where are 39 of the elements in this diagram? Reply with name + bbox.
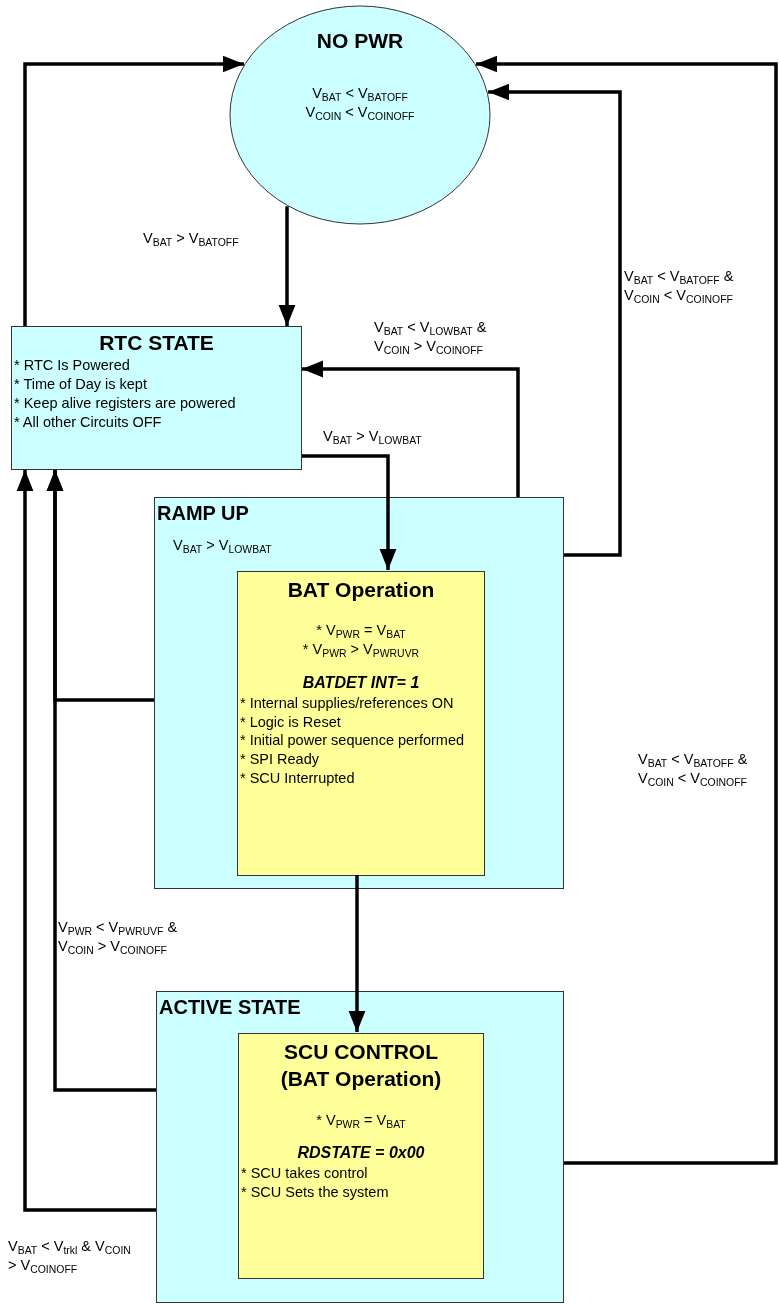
condition-text: * V$_{PWR}$ = V$_{BAT}$: [316, 621, 406, 641]
transition-arrow: [348, 875, 366, 1032]
state-title: ACTIVE STATE: [159, 995, 301, 1020]
state-box: [154, 497, 564, 889]
transition-arrow: [302, 360, 520, 497]
state-box: [237, 571, 485, 876]
bullet-item: * SPI Ready: [240, 750, 319, 770]
transition-arrow: [302, 454, 397, 570]
bullet-item: * SCU Interrupted: [240, 769, 355, 788]
register-value: BATDET INT= 1: [302, 673, 420, 693]
bullet-item: * Initial power sequence performed: [240, 731, 465, 751]
bullet-item: * RTC Is Powered: [14, 356, 130, 376]
transition-arrow: [278, 206, 296, 326]
state-box: [11, 326, 302, 470]
bullet-item: * SCU Sets the system: [241, 1183, 389, 1202]
transition-arrow: [476, 55, 778, 1165]
bullet-item: * Internal supplies/references ON: [240, 693, 454, 713]
state-title: BAT Operation: [287, 577, 435, 603]
bullet-item: * All other Circuits OFF: [14, 412, 162, 432]
condition-text: * V$_{PWR}$ = V$_{BAT}$: [316, 1110, 406, 1130]
condition-text: V$_{COIN}$ < V$_{COINOFF}$: [305, 103, 415, 122]
condition-text: * V$_{PWR}$ > V$_{PWRUVR}$: [302, 640, 420, 659]
state-box: [238, 1033, 484, 1279]
condition-text: V$_{BAT}$ < V$_{BATOFF}$: [312, 84, 408, 104]
state-box: [156, 991, 564, 1303]
bullet-item: * SCU takes control: [241, 1164, 368, 1184]
state-title: NO PWR: [316, 28, 404, 54]
transition-arrow: [46, 470, 156, 1092]
transition-arrow: [16, 470, 156, 1212]
bullet-item: * Time of Day is kept: [14, 375, 147, 394]
condition-text: V$_{BAT}$ > V$_{LOWBAT}$: [173, 536, 272, 555]
transition-arrow: [488, 83, 622, 557]
state-title: SCU CONTROL (BAT Operation): [279, 1039, 443, 1093]
bullet-item: * Keep alive registers are powered: [14, 394, 236, 413]
state-title: RAMP UP: [157, 501, 249, 526]
bullet-item: * Logic is Reset: [240, 712, 341, 732]
state-title: RTC STATE: [99, 330, 214, 356]
transition-arrow: [23, 55, 244, 326]
register-value: RDSTATE = 0x00: [297, 1143, 425, 1164]
